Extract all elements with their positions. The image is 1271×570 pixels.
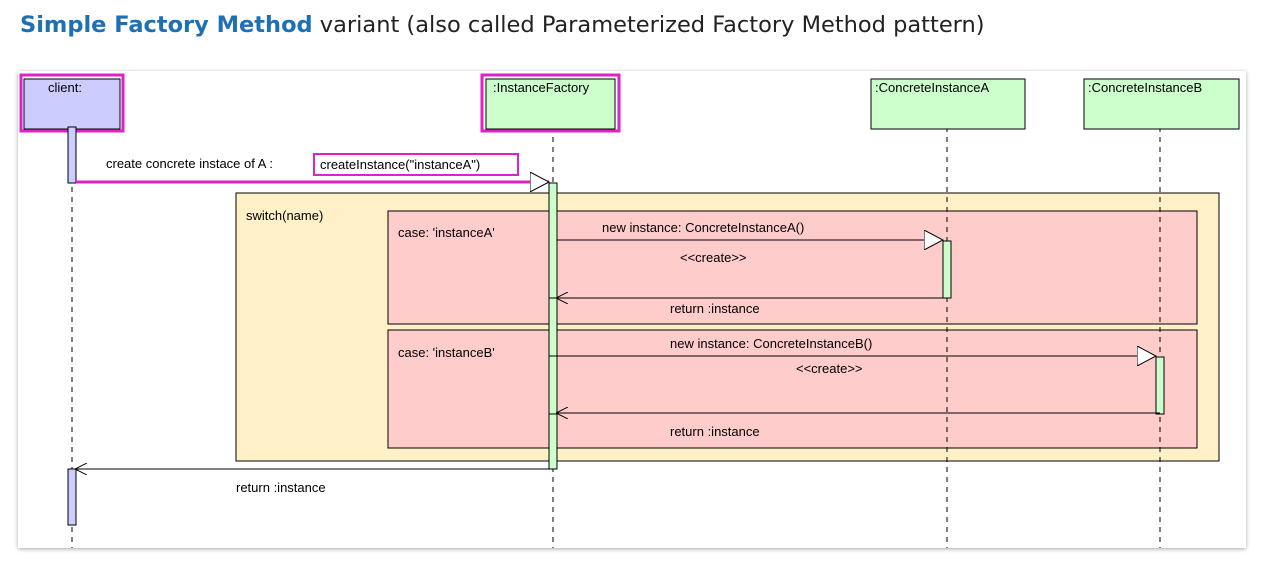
activation-factory-return-b — [548, 413, 558, 470]
factory-highlight-box — [480, 73, 621, 133]
lifeline-client-box — [23, 78, 121, 130]
activation-client-bottom — [67, 468, 77, 526]
message-return-b-label: return :instance — [670, 424, 760, 439]
lifeline-instance-a-label: :ConcreteInstanceA — [875, 80, 990, 95]
lifeline-instance-b-label: :ConcreteInstanceB — [1088, 80, 1202, 95]
activation-factory-return-a — [548, 297, 558, 357]
page-heading: Simple Factory Method variant (also call… — [20, 4, 985, 46]
activation-client-top — [67, 126, 77, 184]
heading-rest: variant (also called Parameterized Facto… — [312, 12, 985, 38]
lifeline-instance-b-box — [1083, 78, 1240, 130]
message-create-prefix: create concrete instace of A : — [106, 156, 273, 171]
create-call-highlight-box — [313, 153, 519, 176]
message-return-client-label: return :instance — [236, 480, 326, 495]
sequence-diagram: switch(name) case: 'instanceA' case: 'in… — [19, 73, 1240, 548]
heading-emphasis: Simple Factory Method — [20, 12, 313, 38]
lifeline-factory-label: :InstanceFactory — [493, 80, 590, 95]
message-new-instance-a-label: new instance: ConcreteInstanceA() — [602, 220, 804, 235]
case-b-label: case: 'instanceB' — [398, 345, 495, 360]
message-create-call: createInstance("instanceA") — [320, 157, 480, 172]
activation-instance-b — [1155, 356, 1165, 415]
message-new-instance-b-label: new instance: ConcreteInstanceB() — [670, 336, 872, 351]
case-a-label: case: 'instanceA' — [398, 225, 495, 240]
sequence-diagram-frame: switch(name) case: 'instanceA' case: 'in… — [18, 71, 1246, 548]
message-return-a-label: return :instance — [670, 301, 760, 316]
switch-fragment-label: switch(name) — [246, 208, 323, 223]
case-b-fragment — [387, 329, 1198, 449]
message-create-b-stereotype: <<create>> — [796, 361, 863, 376]
lifeline-factory-box — [485, 78, 616, 130]
message-create-a-stereotype: <<create>> — [680, 250, 747, 265]
case-a-fragment — [387, 210, 1198, 325]
activation-instance-a — [942, 240, 952, 299]
lifeline-instance-a-box — [870, 78, 1026, 130]
lifeline-client-label: client: — [48, 80, 82, 95]
